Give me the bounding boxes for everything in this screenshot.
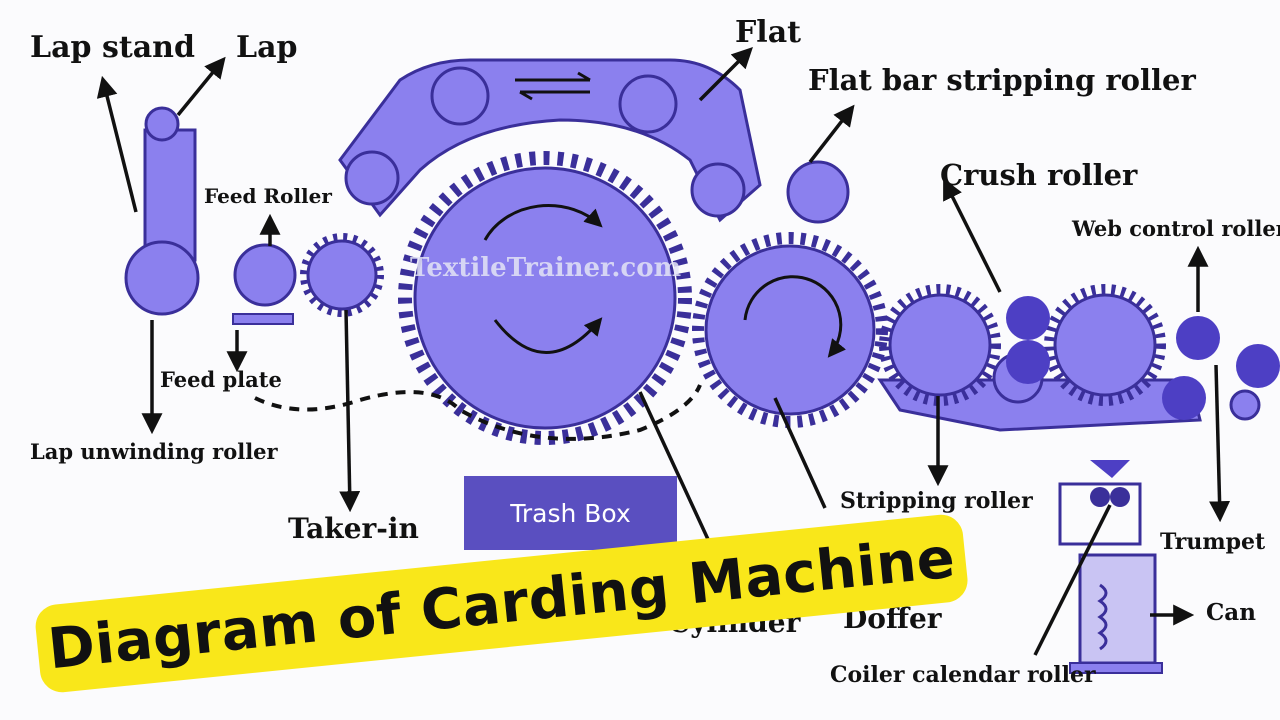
label-coiler-calendar-roller: Coiler calendar roller: [830, 662, 1096, 688]
taker-in-teeth: [300, 233, 384, 317]
can-base: [1069, 662, 1163, 674]
feed-roller-body: [233, 243, 297, 307]
arrow-cylinder: [638, 391, 714, 549]
label-arrows: [96, 47, 1231, 656]
trumpet-funnel: [1090, 460, 1130, 478]
flat-pulley-lower-right: [690, 162, 746, 218]
taker-in-body: [306, 239, 378, 311]
doffer-rotation-arrow: [743, 275, 847, 358]
coiler-calendar-roller-left: [1090, 487, 1110, 507]
doffer-teeth: [692, 232, 888, 428]
label-stripping-roller: Stripping roller: [840, 488, 1033, 514]
lap-unwinding-roller-body: [124, 240, 200, 316]
arrow-doffer: [773, 397, 827, 509]
flat-bar-stripping-roller: [786, 160, 850, 224]
label-feed-plate: Feed plate: [160, 367, 282, 392]
doffer: [692, 232, 888, 428]
feed-side: [124, 106, 702, 441]
flat-pulley-right: [618, 74, 678, 134]
label-flat: Flat: [735, 15, 801, 50]
doffer-body: [704, 244, 876, 416]
trash-path: [254, 384, 702, 441]
label-can: Can: [1206, 599, 1256, 626]
cylinder: [398, 151, 692, 445]
flats-assembly: [338, 58, 762, 223]
arrow-flat: [698, 47, 753, 102]
arrow-crush-roller: [943, 178, 1002, 293]
can-spring: [1097, 583, 1108, 651]
coiler-frame: [1058, 482, 1142, 546]
flat-pulley-lower-left: [344, 150, 400, 206]
coiler-assembly: [1058, 460, 1163, 674]
lap-roll: [144, 106, 180, 142]
label-feed-roller: Feed Roller: [204, 184, 332, 208]
web-control-roller-top: [1176, 316, 1220, 360]
cylinder-body: [413, 166, 677, 430]
crush-roller-bottom: [1006, 340, 1050, 384]
label-lap-unwinding-roller: Lap unwinding roller: [30, 439, 279, 464]
label-crush-roller: Crush roller: [940, 158, 1138, 192]
delivery-small-roller: [1229, 389, 1261, 421]
coiler-calendar-roller-right: [1110, 487, 1130, 507]
label-lap: Lap: [236, 30, 298, 65]
cylinder-teeth: [398, 151, 692, 445]
stripping-roller-body: [888, 293, 992, 397]
label-lap-stand: Lap stand: [30, 30, 195, 65]
label-trumpet: Trumpet: [1160, 529, 1266, 555]
second-roller-body: [1053, 293, 1157, 397]
watermark-text: TextileTrainer.com: [410, 253, 681, 283]
flat-direction-arrows: [515, 71, 591, 101]
arrow-trumpet: [1209, 364, 1231, 523]
flat-pulley-left: [430, 66, 490, 126]
trash-box-label: Trash Box: [510, 498, 631, 528]
arrow-lap: [176, 56, 226, 117]
arrow-flat-bar-stripping-roller: [808, 104, 855, 164]
cylinder-rotation-arrow-bottom: [493, 317, 603, 354]
label-web-control-roller: Web control roller: [1071, 216, 1280, 241]
lap-stand-body: [143, 128, 197, 262]
can-body: [1078, 553, 1157, 665]
second-roller-teeth: [1044, 284, 1166, 406]
delivery-rollers: [877, 284, 1280, 432]
web-control-roller-bottom: [1162, 376, 1206, 420]
cylinder-rotation-arrow-top: [483, 204, 603, 241]
stripping-roller-teeth: [879, 284, 1001, 406]
web-control-roller-right: [1236, 344, 1280, 388]
arrow-taker-in: [339, 309, 361, 513]
trash-box: Trash Box: [464, 476, 677, 550]
label-flat-bar-stripping-roller: Flat bar stripping roller: [808, 63, 1196, 97]
arrow-coiler-calendar-roller: [1033, 504, 1112, 656]
feed-plate-body: [232, 313, 294, 325]
crush-roller-top: [1006, 296, 1050, 340]
arrow-lap-stand: [96, 75, 138, 213]
label-taker-in: Taker-in: [288, 512, 419, 545]
